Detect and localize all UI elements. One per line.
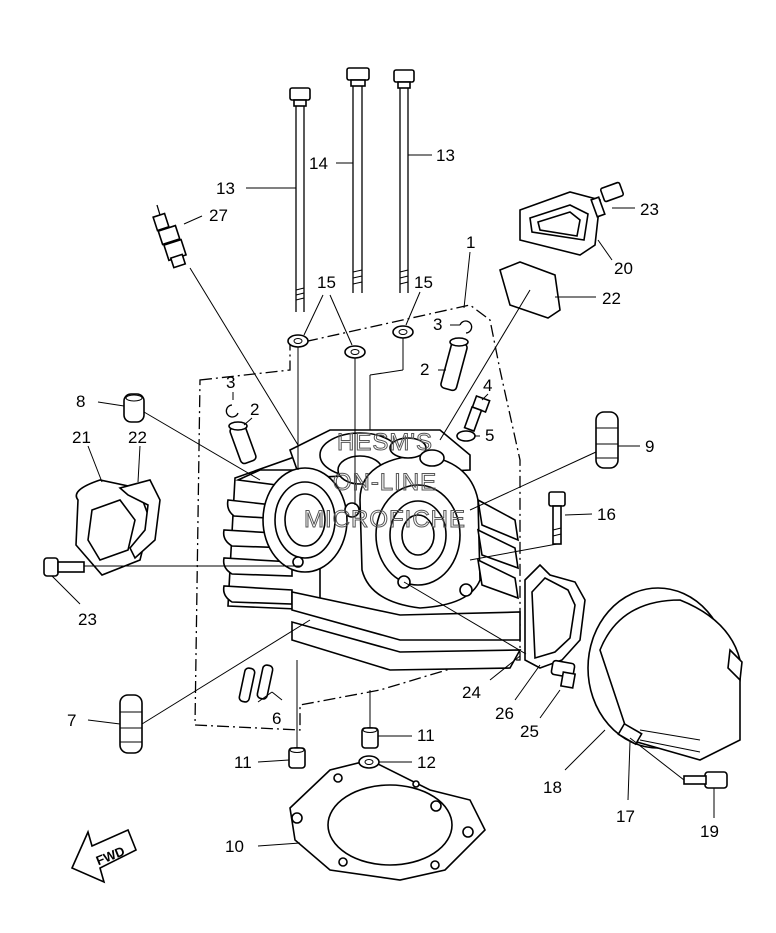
watermark-line-1: HESM'S bbox=[337, 429, 433, 456]
watermark-line-3: MICROFICHE bbox=[304, 506, 466, 533]
watermark-line-2: ON-LINE bbox=[333, 469, 437, 496]
callout-16: 16 bbox=[597, 505, 616, 524]
dowel-9 bbox=[595, 411, 619, 469]
dowel-11-left bbox=[288, 747, 306, 769]
callout-10: 10 bbox=[225, 837, 244, 856]
bolt-25 bbox=[550, 659, 577, 689]
callout-26: 26 bbox=[495, 704, 514, 723]
callout-22-left: 22 bbox=[128, 428, 147, 447]
callout-2-left: 2 bbox=[250, 400, 259, 419]
spark-plug bbox=[152, 204, 188, 269]
bolt-16 bbox=[548, 491, 566, 545]
washer-15-left bbox=[287, 334, 309, 348]
bolt-23-top bbox=[590, 181, 625, 218]
callout-13-right: 13 bbox=[436, 146, 455, 165]
callout-11-right: 11 bbox=[417, 726, 435, 745]
stud-bolt-13-left bbox=[289, 87, 311, 312]
callout-1: 1 bbox=[466, 233, 475, 252]
callout-2-right: 2 bbox=[420, 360, 429, 379]
callout-21: 21 bbox=[72, 428, 91, 447]
valve-guide-2-right bbox=[440, 337, 469, 392]
callout-3-left: 3 bbox=[226, 373, 235, 392]
callout-17: 17 bbox=[616, 807, 635, 826]
bolt-17 bbox=[617, 722, 643, 746]
callout-11-left: 11 bbox=[234, 753, 252, 772]
callout-27: 27 bbox=[209, 206, 228, 225]
clip-3-right bbox=[459, 320, 473, 334]
callout-24: 24 bbox=[462, 683, 481, 702]
bolt-23-left bbox=[43, 557, 85, 577]
callout-7: 7 bbox=[67, 711, 76, 730]
callout-19: 19 bbox=[700, 822, 719, 841]
washer-15-right bbox=[392, 325, 414, 339]
leader-lines bbox=[51, 154, 715, 847]
callout-23-left: 23 bbox=[78, 610, 97, 629]
washer-12 bbox=[358, 755, 380, 769]
dowel-pin-6b bbox=[256, 664, 274, 700]
dowel-8 bbox=[123, 393, 145, 423]
stud-bolt-13-right bbox=[393, 69, 415, 293]
callout-15-left: 15 bbox=[317, 273, 336, 292]
dowel-7 bbox=[119, 694, 143, 754]
clip-3-left bbox=[225, 404, 239, 418]
callout-8: 8 bbox=[76, 392, 85, 411]
callout-13-left: 13 bbox=[216, 179, 235, 198]
side-cover-18 bbox=[587, 587, 743, 761]
callout-18: 18 bbox=[543, 778, 562, 797]
callout-9: 9 bbox=[645, 437, 654, 456]
bolt-4 bbox=[463, 394, 491, 433]
watermark: HESM'S ON-LINE MICROFICHE bbox=[304, 429, 466, 534]
washer-15-center bbox=[344, 345, 366, 359]
callout-6: 6 bbox=[272, 709, 281, 728]
dowel-pin-6a bbox=[238, 667, 256, 703]
callout-14: 14 bbox=[309, 154, 328, 173]
callout-22-right: 22 bbox=[602, 289, 621, 308]
callout-20: 20 bbox=[614, 259, 633, 278]
head-gasket bbox=[289, 759, 486, 881]
gasket-22-left bbox=[118, 479, 161, 560]
callout-4: 4 bbox=[483, 376, 492, 395]
bolt-19 bbox=[683, 771, 728, 789]
callout-12: 12 bbox=[417, 753, 436, 772]
callout-labels: 1 2 2 3 3 4 5 6 7 8 9 10 11 11 12 13 14 … bbox=[67, 146, 719, 856]
callout-5: 5 bbox=[485, 426, 494, 445]
washer-5 bbox=[456, 430, 476, 442]
callout-25: 25 bbox=[520, 722, 539, 741]
callout-15-right: 15 bbox=[414, 273, 433, 292]
callout-3-right: 3 bbox=[433, 315, 442, 334]
fwd-arrow bbox=[70, 828, 138, 884]
dowel-11-right bbox=[361, 727, 379, 749]
intake-manifold-20 bbox=[519, 191, 601, 256]
valve-guide-2-left bbox=[228, 421, 257, 465]
cylinder-head bbox=[222, 429, 522, 671]
callout-23-top: 23 bbox=[640, 200, 659, 219]
stud-bolt-14 bbox=[346, 67, 370, 293]
